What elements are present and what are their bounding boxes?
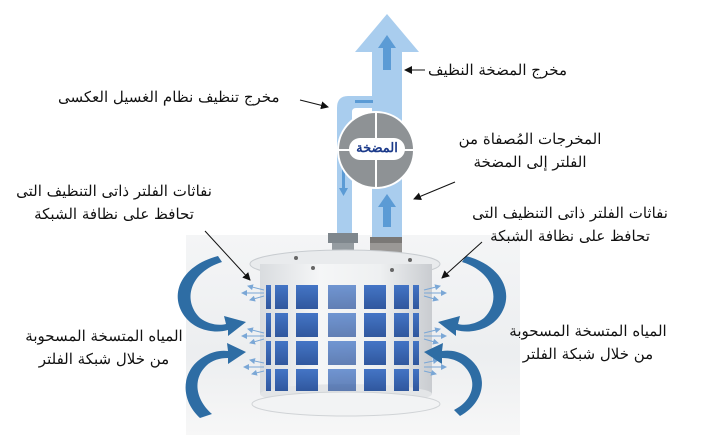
dirty-water-left-label-line1: المياه المتسخة المسحوبة (25, 327, 183, 345)
jet-arrows-left (241, 284, 265, 376)
jets-left-pointer (204, 230, 251, 281)
filtered-outputs-label-line2: الفلتر إلى المضخة (473, 153, 587, 171)
pump-label: المضخة (349, 138, 405, 160)
dirty-water-left-label-line2: من خلال شبكة الفلتر (38, 350, 170, 368)
jet-arrows-right (423, 284, 447, 376)
jets-right-label-line1: نفاثات الفلتر ذاتى التنظيف التى (472, 204, 668, 222)
jets-left-label-line2: تحافظ على نظافة الشبكة (34, 205, 194, 223)
backwash-pointer (299, 99, 329, 110)
callout-pointers (204, 66, 483, 281)
jets-left-label-line1: نفاثات الفلتر ذاتى التنظيف التى (16, 182, 212, 200)
dirty-water-right-label-line2: من خلال شبكة الفلتر (522, 345, 654, 363)
filter-screen-grid (266, 285, 419, 391)
filtered-outputs-pointer (413, 181, 456, 201)
jets-right-label-line2: تحافظ على نظافة الشبكة (490, 227, 650, 245)
jets-right-pointer (441, 241, 483, 279)
dirty-water-right-label-line1: المياه المتسخة المسحوبة (509, 322, 667, 340)
clean-pump-outlet-label: مخرج المضخة النظيف (428, 61, 567, 79)
filtered-outputs-label-line1: المخرجات المُصفاة من (458, 130, 602, 148)
curved-inflow-arrows-left (177, 256, 246, 418)
backwash-outlet-label: مخرج تنظيف نظام الغسيل العكسى (58, 88, 280, 106)
curved-inflow-arrows-right (424, 256, 507, 416)
